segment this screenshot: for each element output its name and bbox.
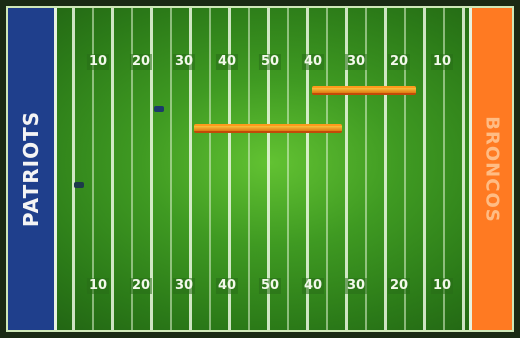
yard-number: 50 <box>259 278 281 294</box>
yard-number: 50 <box>259 54 281 70</box>
yard-number: 20 <box>388 54 410 70</box>
yard-number: 30 <box>173 278 195 294</box>
yard-number: 10 <box>431 278 453 294</box>
home-endzone: PATRIOTS <box>8 8 57 330</box>
yard-line <box>72 8 75 330</box>
yard-line <box>462 8 465 330</box>
first-down-marker <box>312 86 416 95</box>
away-endzone: BRONCOS <box>469 8 512 330</box>
yard-line <box>111 8 114 330</box>
yard-number: 40 <box>302 54 324 70</box>
yard-number: 30 <box>345 278 367 294</box>
line-of-scrimmage-marker <box>194 124 342 133</box>
football-field[interactable]: PATRIOTS BRONCOS 10 20 30 40 50 40 30 20 10 10 20 3… <box>6 6 514 332</box>
yard-line <box>287 8 289 330</box>
yard-line <box>248 8 250 330</box>
yard-number: 20 <box>388 278 410 294</box>
yard-number: 10 <box>431 54 453 70</box>
player-token[interactable] <box>154 106 164 112</box>
yard-number: 10 <box>87 278 109 294</box>
yard-number: 10 <box>87 54 109 70</box>
yard-number: 30 <box>345 54 367 70</box>
yard-line <box>209 8 211 330</box>
yard-number: 40 <box>216 278 238 294</box>
yard-number: 20 <box>130 54 152 70</box>
yard-line <box>170 8 172 330</box>
yard-number: 30 <box>173 54 195 70</box>
yard-line <box>384 8 387 330</box>
yard-line <box>423 8 426 330</box>
yard-number: 40 <box>216 54 238 70</box>
yard-number: 40 <box>302 278 324 294</box>
yard-line <box>326 8 328 330</box>
player-token[interactable] <box>74 182 84 188</box>
yard-number: 20 <box>130 278 152 294</box>
home-endzone-label: PATRIOTS <box>19 111 43 227</box>
away-endzone-label: BRONCOS <box>482 116 503 222</box>
